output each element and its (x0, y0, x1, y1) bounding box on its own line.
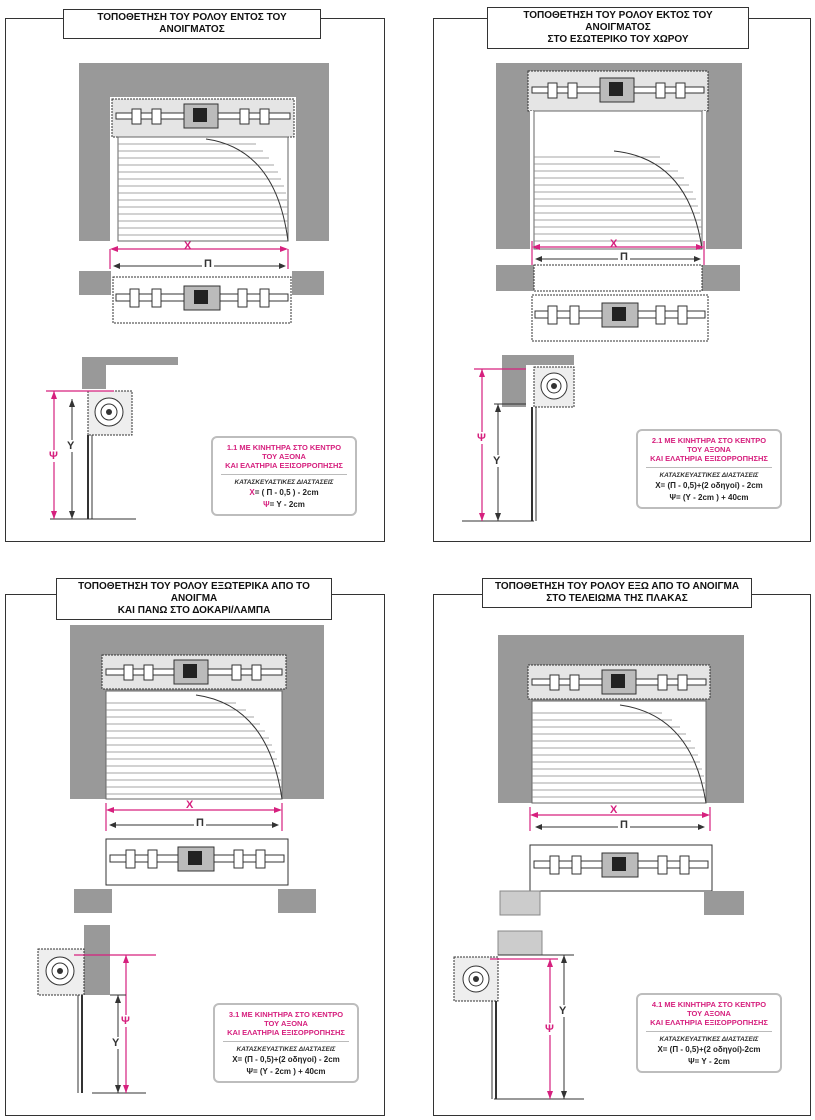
panel-3-drawing (37, 625, 324, 1094)
wall-left-top (79, 271, 111, 295)
panel-4: X Π Ψ Y 4.1 ΜΕ ΚΙΝΗΤΗΡΑ ΣΤΟ ΚΕΝΤΡΟ ΤΟΥ Α… (433, 594, 811, 1116)
panel-1: X Π Ψ Y 1.1 ΜΕ ΚΙΝΗΤΗΡΑ ΣΤΟ ΚΕΝΤΡΟ ΤΟΥ Α… (5, 18, 385, 542)
panel-4-drawing (453, 635, 744, 1100)
panel-3-title: ΤΟΠΟΘΕΤΗΣΗ ΤΟΥ ΡΟΛΟΥ ΕΞΩΤΕΡΙΚΑ ΑΠΟ ΤΟ ΑΝ… (56, 578, 332, 620)
motor-head-front (193, 108, 207, 122)
formula-y: Ψ= Υ - 2cm (263, 500, 305, 509)
info-title: 2.1 ΜΕ ΚΙΝΗΤΗΡΑ ΣΤΟ ΚΕΝΤΡΟ ΤΟΥ ΑΞΟΝΑ ΚΑΙ… (650, 436, 768, 463)
formula-x: X= (Π - 0,5)+(2 οδηγοί)-2cm (657, 1045, 761, 1054)
dim-label-p: Π (202, 258, 214, 270)
info-subtitle: ΚΑΤΑΣΚΕΥΑΣΤΙΚΕΣ ΔΙΑΣΤΑΣΕΙΣ (659, 472, 759, 479)
side-lintel (82, 357, 178, 365)
panel-3: X Π Ψ Y 3.1 ΜΕ ΚΙΝΗΤΗΡΑ ΣΤΟ ΚΕΝΤΡΟ ΤΟΥ Α… (5, 594, 385, 1116)
dim-label-x: X (184, 240, 192, 252)
dim-label-y: Y (559, 1005, 567, 1017)
curve-arc (205, 138, 289, 242)
panel-1-title: ΤΟΠΟΘΕΤΗΣΗ ΤΟΥ ΡΟΛΟΥ ΕΝΤΟΣ ΤΟΥ ΑΝΟΙΓΜΑΤΟ… (63, 9, 321, 39)
dim-label-y: Y (493, 455, 501, 467)
info-subtitle: ΚΑΤΑΣΚΕΥΑΣΤΙΚΕΣ ΔΙΑΣΤΑΣΕΙΣ (234, 479, 334, 486)
dim-label-psi: Ψ (49, 450, 58, 462)
dim-label-x: X (610, 804, 618, 816)
info-subtitle: ΚΑΤΑΣΚΕΥΑΣΤΙΚΕΣ ΔΙΑΣΤΑΣΕΙΣ (236, 1046, 336, 1053)
formula-x: X= (Π - 0,5)+(2 οδηγοί) - 2cm (232, 1055, 340, 1064)
panel-2: X Π Ψ Y 2.1 ΜΕ ΚΙΝΗΤΗΡΑ ΣΤΟ ΚΕΝΤΡΟ ΤΟΥ Α… (433, 18, 811, 542)
info-box: 2.1 ΜΕ ΚΙΝΗΤΗΡΑ ΣΤΟ ΚΕΝΤΡΟ ΤΟΥ ΑΞΟΝΑ ΚΑΙ… (636, 429, 782, 509)
info-box: 4.1 ΜΕ ΚΙΝΗΤΗΡΑ ΣΤΟ ΚΕΝΤΡΟ ΤΟΥ ΑΞΟΝΑ ΚΑΙ… (636, 993, 782, 1073)
dim-label-y: Y (67, 440, 75, 452)
dim-label-p: Π (194, 817, 206, 829)
shutter-front (117, 136, 289, 242)
dim-label-x: X (186, 799, 194, 811)
info-title: 1.1 ΜΕ ΚΙΝΗΤΗΡΑ ΣΤΟ ΚΕΝΤΡΟ ΤΟΥ ΑΞΟΝΑ ΚΑΙ… (225, 443, 343, 470)
info-box: 1.1 ΜΕ ΚΙΝΗΤΗΡΑ ΣΤΟ ΚΕΝΤΡΟ ΤΟΥ ΑΞΟΝΑ ΚΑΙ… (211, 436, 357, 516)
dim-label-y: Y (112, 1037, 120, 1049)
formula-y: Ψ= (Υ - 2cm ) + 40cm (246, 1067, 326, 1076)
info-subtitle: ΚΑΤΑΣΚΕΥΑΣΤΙΚΕΣ ΔΙΑΣΤΑΣΕΙΣ (659, 1036, 759, 1043)
formula-y: Ψ= (Υ - 2cm ) + 40cm (669, 493, 749, 502)
info-box: 3.1 ΜΕ ΚΙΝΗΤΗΡΑ ΣΤΟ ΚΕΝΤΡΟ ΤΟΥ ΑΞΟΝΑ ΚΑΙ… (213, 1003, 359, 1083)
dim-label-p: Π (618, 251, 630, 263)
dim-label-p: Π (618, 819, 630, 831)
panel-2-title: ΤΟΠΟΘΕΤΗΣΗ ΤΟΥ ΡΟΛΟΥ ΕΚΤΟΣ ΤΟΥ ΑΝΟΙΓΜΑΤΟ… (487, 7, 749, 49)
panel-1-drawing (46, 63, 329, 520)
formula-x: X= ( Π - 0,5 ) - 2cm (249, 488, 319, 497)
dim-label-psi: Ψ (121, 1015, 130, 1027)
dim-label-psi: Ψ (545, 1023, 554, 1035)
info-title: 3.1 ΜΕ ΚΙΝΗΤΗΡΑ ΣΤΟ ΚΕΝΤΡΟ ΤΟΥ ΑΞΟΝΑ ΚΑΙ… (227, 1010, 345, 1037)
formula-y: Ψ= Υ - 2cm (688, 1057, 730, 1066)
panel-2-drawing (462, 63, 742, 522)
dim-label-x: X (610, 238, 618, 250)
panel-4-title: ΤΟΠΟΘΕΤΗΣΗ ΤΟΥ ΡΟΛΟΥ ΕΞΩ ΑΠΟ ΤΟ ΑΝΟΙΓΜΑ … (482, 578, 752, 608)
shutter-front (533, 110, 703, 250)
info-title: 4.1 ΜΕ ΚΙΝΗΤΗΡΑ ΣΤΟ ΚΕΝΤΡΟ ΤΟΥ ΑΞΟΝΑ ΚΑΙ… (650, 1000, 768, 1027)
dim-label-psi: Ψ (477, 432, 486, 444)
wall-right-top (292, 271, 324, 295)
formula-x: X= (Π - 0,5)+(2 οδηγοί) - 2cm (655, 481, 763, 490)
